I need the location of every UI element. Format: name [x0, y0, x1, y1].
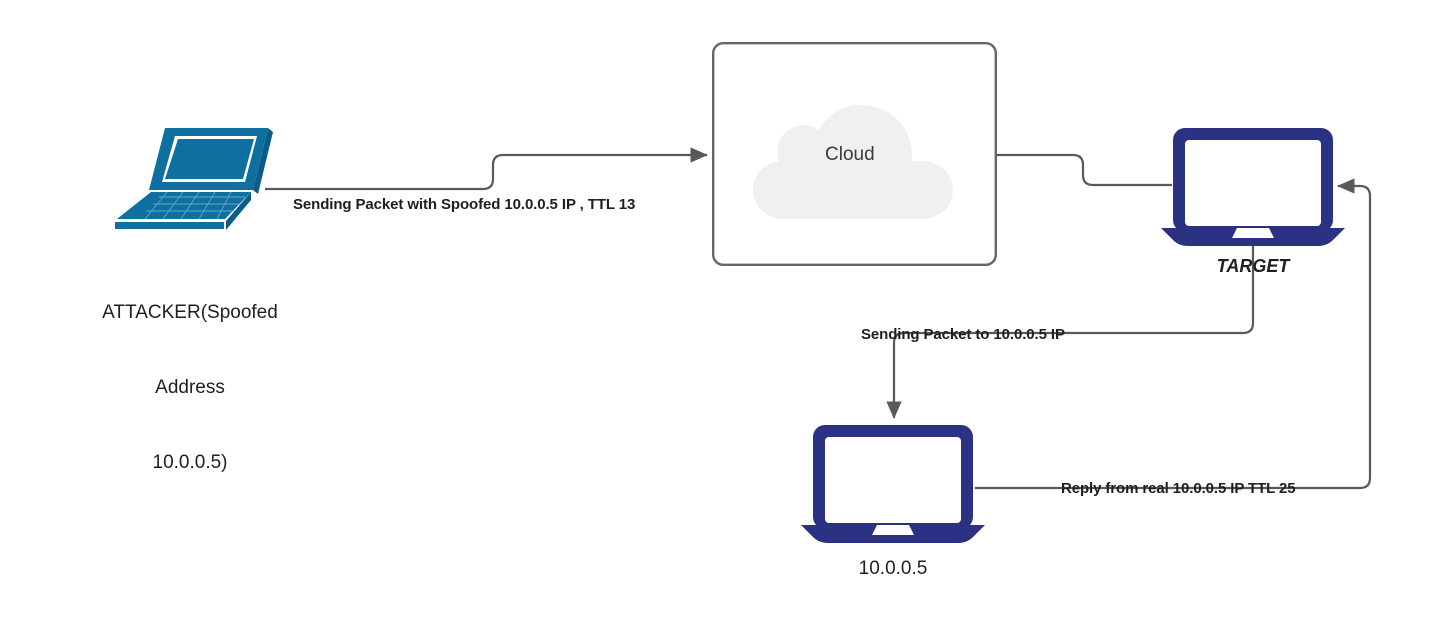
node-target[interactable]: [1155, 126, 1351, 248]
target-caption: TARGET: [1216, 256, 1290, 276]
edge-label-attacker-to-cloud: Sending Packet with Spoofed 10.0.0.5 IP …: [293, 196, 636, 213]
edge-label-target-to-real-host: Sending Packet to 10.0.0.5 IP: [861, 326, 1065, 343]
laptop-icon: [1161, 128, 1345, 246]
edge-label-real-host-to-target: Reply from real 10.0.0.5 IP TTL 25: [1061, 480, 1296, 497]
real-host-caption: 10.0.0.5: [858, 558, 928, 579]
edge-attacker-to-cloud: [265, 147, 708, 191]
node-cloud[interactable]: Cloud: [712, 42, 998, 267]
cloud-label: Cloud: [825, 144, 875, 165]
laptop-icon: [801, 425, 985, 543]
node-real-host[interactable]: [795, 423, 991, 545]
node-attacker[interactable]: [105, 120, 275, 230]
cloud-icon: [753, 105, 953, 219]
laptop-isometric-icon: [113, 126, 273, 230]
edge-real-host-to-target: [975, 178, 1372, 490]
attacker-caption: ATTACKER(Spoofed Address 10.0.0.5): [60, 250, 320, 525]
edge-cloud-to-target: [997, 153, 1172, 187]
attacker-caption-line-2: Address: [155, 377, 225, 398]
edge-target-to-real-host: [886, 243, 1255, 419]
attacker-caption-line-3: 10.0.0.5): [152, 452, 228, 473]
attacker-caption-line-1: ATTACKER(Spoofed: [102, 302, 278, 323]
